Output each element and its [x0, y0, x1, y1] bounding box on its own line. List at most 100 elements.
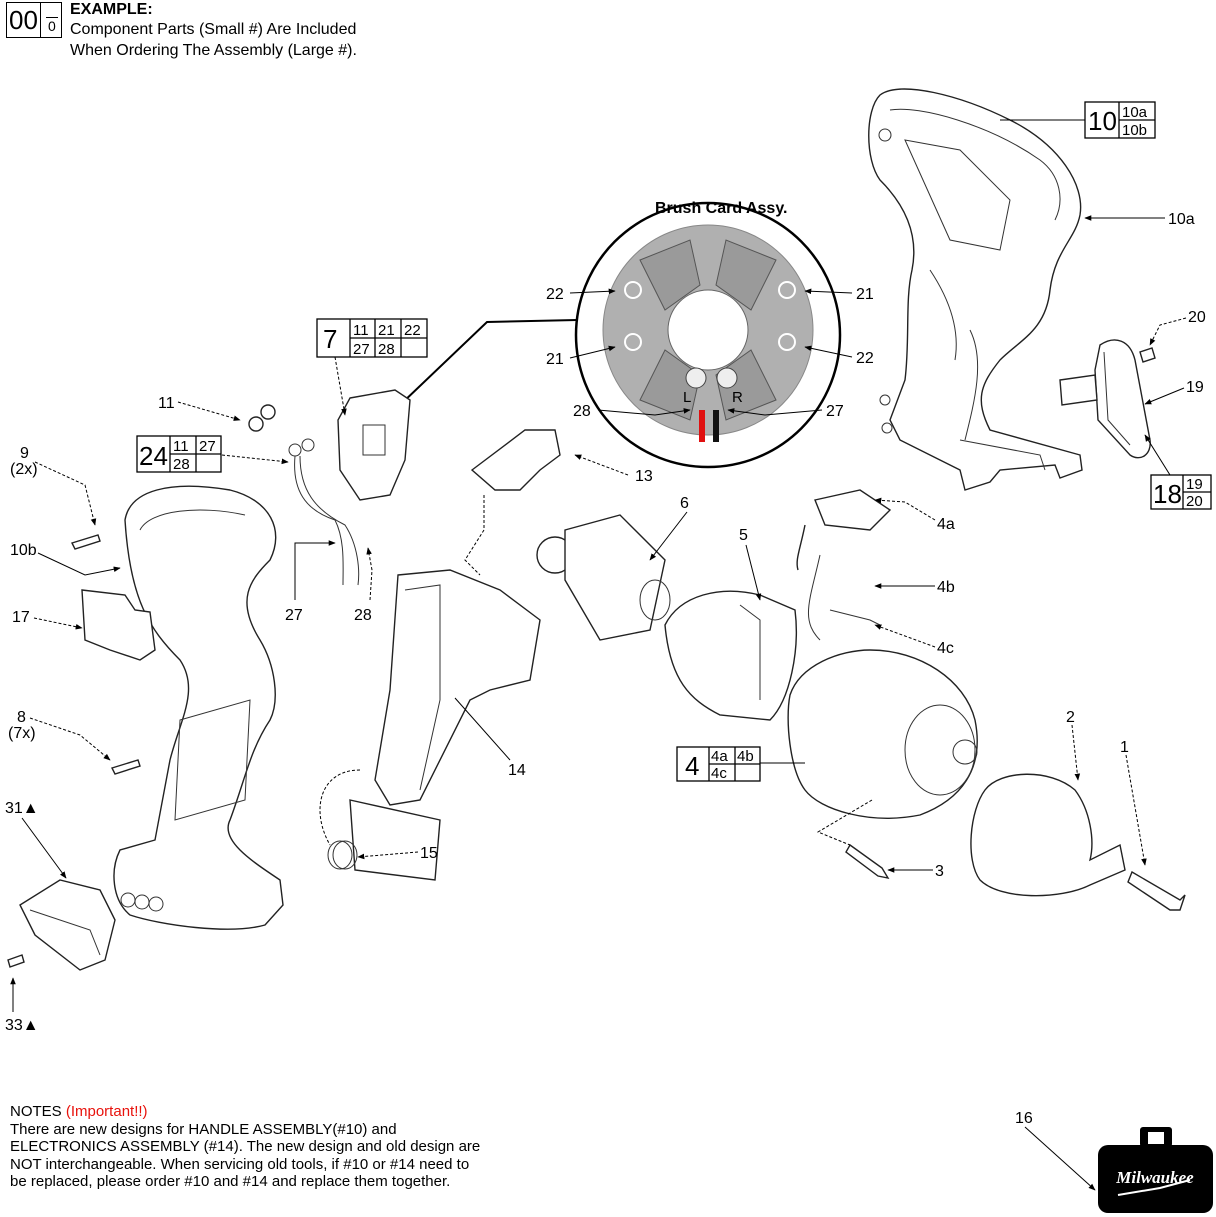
callout-6: 6: [680, 495, 689, 512]
armature-6: [536, 514, 671, 641]
callout-16: 16: [1015, 1110, 1033, 1127]
callout-20: 20: [1188, 309, 1206, 326]
kit-4-component: 4c: [711, 765, 727, 782]
callout-3: 3: [935, 863, 944, 880]
milwaukee-logo: Milwaukee: [1115, 1168, 1194, 1187]
callout-21-left: 21: [546, 351, 564, 368]
callout-8-quantity: (7x): [8, 725, 36, 742]
kit-18-component: 20: [1186, 493, 1203, 510]
notes-heading: NOTES (Important!!): [10, 1103, 148, 1120]
example-title: EXAMPLE:: [70, 1, 153, 18]
brush-card-7: [337, 389, 411, 501]
kit-box-24: 24 11 27 28: [136, 435, 222, 473]
belt-clip-19: [1059, 339, 1151, 459]
callout-17: 17: [12, 609, 30, 626]
kit-18-assembly: 18: [1153, 479, 1182, 509]
kit-7-component: 11: [353, 322, 369, 339]
callout-5: 5: [739, 527, 748, 544]
notes-line-1: There are new designs for HANDLE ASSEMBL…: [10, 1120, 397, 1138]
callout-19: 19: [1186, 379, 1204, 396]
example-line-1: Component Parts (Small #) Are Included: [70, 21, 357, 38]
kit-4-component: 4a: [711, 748, 728, 765]
screw-20: [1139, 347, 1156, 363]
terminal-label-right: R: [732, 389, 743, 406]
gear-screw-3: [845, 843, 890, 879]
kit-10-assembly: 10: [1088, 106, 1117, 136]
notes-line-2: ELECTRONICS ASSEMBLY (#14). The new desi…: [10, 1138, 481, 1155]
callouts: 10a 20 19 11 9 (2x) 10b 17 8 (7x) 31▲: [5, 119, 1206, 1191]
callout-28-brush: 28: [573, 403, 591, 420]
screw-9: [71, 534, 101, 550]
callout-14: 14: [508, 762, 526, 779]
shift-spring-4b-4c: [807, 554, 881, 641]
callout-4b: 4b: [937, 579, 955, 596]
kit-24-component: 11: [173, 438, 189, 455]
magnet-5: [664, 590, 797, 721]
wires-27-28: [288, 438, 360, 586]
callout-21-right: 21: [856, 286, 874, 303]
kit-7-component: 21: [378, 322, 395, 339]
kit-10-component: 10a: [1122, 104, 1148, 121]
callout-27: 27: [285, 607, 303, 624]
label-17: [81, 589, 156, 661]
callout-10a: 10a: [1168, 211, 1195, 228]
notes-line-4: be replaced, please order #10 and #14 an…: [10, 1173, 451, 1190]
inset-leader-line: [399, 319, 578, 406]
callout-10b: 10b: [10, 542, 37, 559]
kit-24-component: 27: [199, 438, 216, 455]
handle-half-10a: [868, 88, 1083, 491]
callout-4a: 4a: [937, 516, 955, 533]
kit-4-assembly: 4: [685, 751, 699, 781]
screw-33: [7, 954, 25, 968]
notes-line-3: NOT interchangeable. When servicing old …: [10, 1155, 470, 1173]
callout-13: 13: [635, 468, 653, 485]
gear-box-4: [787, 649, 978, 819]
kit-box-10: 10 10a 10b: [1084, 101, 1156, 139]
kit-box-4: 4 4a 4b 4c: [676, 746, 761, 782]
screw-8: [111, 759, 141, 775]
callout-2: 2: [1066, 709, 1075, 726]
lightning-bolt-icon: [1117, 1179, 1191, 1196]
callout-22-left: 22: [546, 286, 564, 303]
switch-button-13: [470, 429, 561, 491]
kit-box-7: 7 11 21 22 27 28: [316, 318, 428, 358]
carry-case-16: Milwaukee: [1098, 1127, 1213, 1213]
callout-15: 15: [420, 845, 438, 862]
kit-7-component: 22: [404, 322, 421, 339]
callout-1: 1: [1120, 739, 1129, 756]
example-big-number: 00: [9, 5, 38, 35]
example-kit-box: 00 0: [6, 2, 62, 38]
callout-8: 8: [17, 709, 26, 726]
callout-9-quantity: (2x): [10, 461, 38, 478]
terminal-label-left: L: [683, 389, 691, 406]
example-line-2: When Ordering The Assembly (Large #).: [70, 42, 357, 59]
screws-11: [248, 404, 276, 432]
kit-box-18: 18 19 20: [1150, 474, 1212, 510]
black-wire: [713, 410, 719, 442]
callout-28: 28: [354, 607, 372, 624]
kit-4-component: 4b: [737, 748, 754, 765]
kit-7-component: 28: [378, 341, 395, 358]
spring-15: [327, 840, 358, 870]
kit-7-component: 27: [353, 341, 370, 358]
red-wire: [699, 410, 705, 442]
kit-10-component: 10b: [1122, 122, 1147, 139]
callout-27-brush: 27: [826, 403, 844, 420]
callout-9: 9: [20, 445, 29, 462]
brush-card-title: Brush Card Assy.: [655, 200, 787, 217]
kit-24-assembly: 24: [139, 441, 168, 471]
shift-knob-4a: [796, 489, 892, 571]
callout-31: 31▲: [5, 800, 39, 817]
example-small-number: 0: [46, 17, 58, 34]
electronics-assembly-14: [349, 569, 541, 881]
handle-half-10b: [113, 485, 284, 930]
chuck-2: [970, 773, 1126, 897]
brush-card-inset: Brush Card Assy. L R 22 21 21 22 28 27: [546, 200, 874, 469]
kit-7-assembly: 7: [323, 324, 337, 354]
callout-33: 33▲: [5, 1017, 39, 1034]
kit-18-component: 19: [1186, 476, 1203, 493]
chuck-screw-1: [1127, 870, 1186, 911]
callout-22-right: 22: [856, 350, 874, 367]
notes-section: NOTES (Important!!) There are new design…: [10, 1103, 570, 1191]
